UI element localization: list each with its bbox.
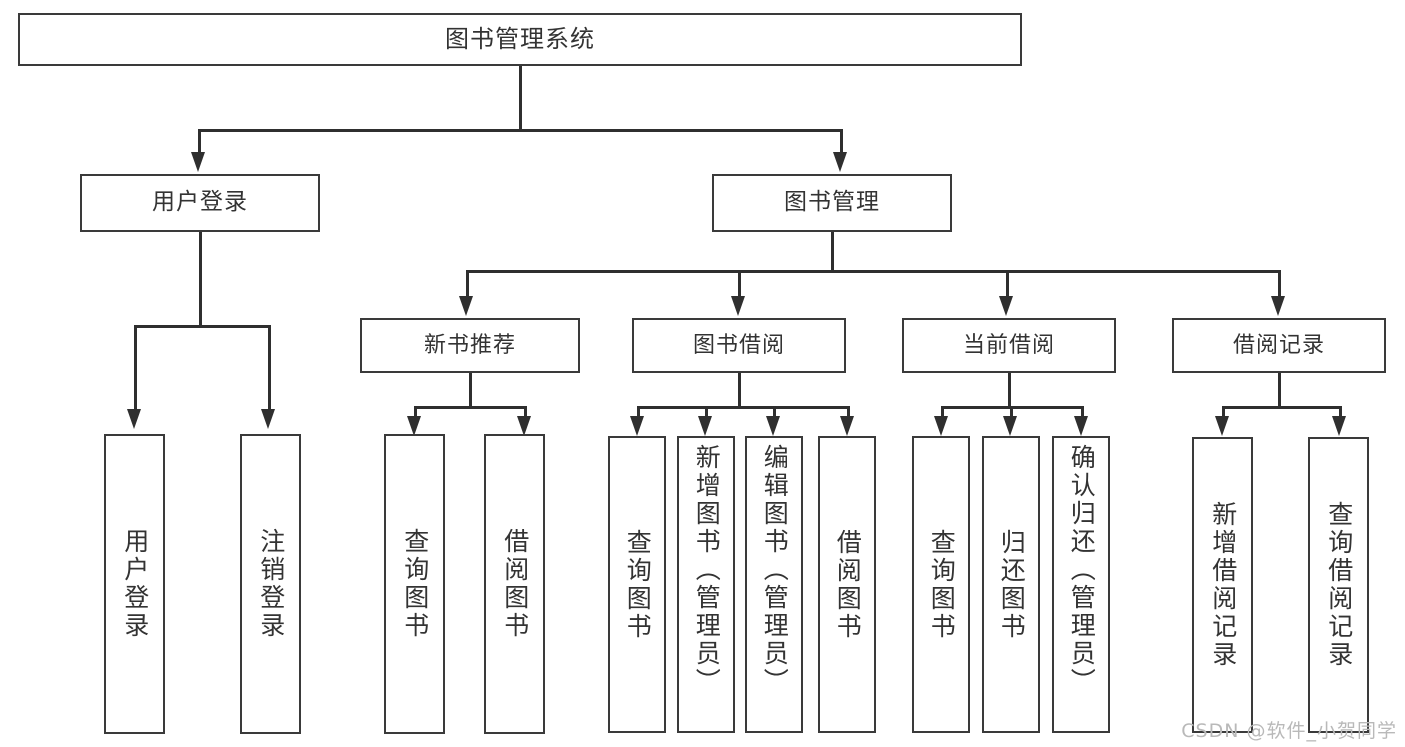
arrow-root-to-login (191, 152, 205, 172)
arrow-record-to-leaf1 (1215, 416, 1229, 436)
node-label: 借阅记录 (1232, 332, 1325, 358)
connector-root-stem (519, 66, 522, 130)
node-label: 图书管理系统 (445, 25, 595, 54)
leaf-borrow-query-book[interactable]: 查询图书 (608, 436, 666, 733)
leaf-current-return-book[interactable]: 归还图书 (982, 436, 1040, 733)
connector-record-to-leaf2 (1339, 406, 1342, 418)
arrow-bookmgmt-to-newbook (459, 296, 473, 316)
connector-current-to-leaf2 (1010, 406, 1013, 418)
connector-newbook-stem (469, 373, 472, 408)
connector-borrow-bus (637, 406, 849, 409)
node-book-management[interactable]: 图书管理 (712, 174, 952, 232)
leaf-label: 查询图书 (623, 528, 653, 641)
connector-borrow-to-leaf3 (773, 406, 776, 418)
connector-newbook-bus (414, 406, 526, 409)
node-current-borrow[interactable]: 当前借阅 (902, 318, 1116, 373)
connector-borrow-to-leaf2 (705, 406, 708, 418)
node-book-borrow[interactable]: 图书借阅 (632, 318, 846, 373)
connector-bookmgmt-stem (831, 232, 834, 272)
node-new-book-recommend[interactable]: 新书推荐 (360, 318, 580, 373)
connector-current-to-leaf3 (1081, 406, 1084, 418)
leaf-label: 查询图书 (927, 528, 957, 641)
leaf-borrow-add-book-admin[interactable]: 新增图书（管理员） (677, 436, 735, 733)
connector-bookmgmt-to-borrow (738, 270, 741, 298)
arrow-borrow-to-leaf3 (766, 416, 780, 436)
connector-root-to-login (198, 129, 201, 154)
node-label: 用户登录 (152, 189, 248, 216)
leaf-record-query-borrow-record[interactable]: 查询借阅记录 (1308, 437, 1369, 733)
connector-newbook-to-leaf1 (414, 406, 417, 418)
leaf-label: 新增图书（管理员） (692, 444, 722, 696)
connector-current-stem (1008, 373, 1011, 408)
leaf-user-login[interactable]: 用户登录 (104, 434, 165, 734)
leaf-label: 查询借阅记录 (1324, 501, 1354, 669)
node-label: 当前借阅 (962, 332, 1055, 358)
arrow-current-to-leaf2 (1003, 416, 1017, 436)
arrow-newbook-to-leaf2 (517, 416, 531, 436)
arrow-bookmgmt-to-borrow (731, 296, 745, 316)
leaf-label: 借阅图书 (500, 528, 530, 640)
leaf-label: 注销登录 (256, 528, 286, 640)
leaf-newbook-query-book[interactable]: 查询图书 (384, 434, 445, 734)
node-label: 新书推荐 (423, 332, 516, 358)
arrow-borrow-to-leaf2 (698, 416, 712, 436)
node-user-login[interactable]: 用户登录 (80, 174, 320, 232)
leaf-label: 查询图书 (400, 528, 430, 640)
arrow-login-to-leaf1 (127, 409, 141, 429)
connector-bookmgmt-to-newbook (466, 270, 469, 298)
node-label: 图书借阅 (692, 332, 785, 358)
arrow-login-to-leaf2 (261, 409, 275, 429)
connector-bookmgmt-to-current (1006, 270, 1009, 298)
arrow-record-to-leaf2 (1332, 416, 1346, 436)
arrow-bookmgmt-to-current (999, 296, 1013, 316)
leaf-newbook-borrow-book[interactable]: 借阅图书 (484, 434, 545, 734)
connector-root-bus (198, 129, 842, 132)
arrow-newbook-to-leaf1 (407, 416, 421, 436)
connector-newbook-to-leaf2 (524, 406, 527, 418)
connector-login-stem (199, 232, 202, 327)
leaf-label: 归还图书 (997, 528, 1027, 641)
node-root-book-management-system[interactable]: 图书管理系统 (18, 13, 1022, 66)
arrow-borrow-to-leaf1 (630, 416, 644, 436)
leaf-label: 编辑图书（管理员） (760, 444, 790, 696)
leaf-label: 确认归还（管理员） (1067, 444, 1097, 696)
leaf-label: 用户登录 (120, 528, 150, 640)
node-label: 图书管理 (784, 189, 880, 216)
leaf-logout-login[interactable]: 注销登录 (240, 434, 301, 734)
arrow-root-to-bookmgmt (833, 152, 847, 172)
arrow-borrow-to-leaf4 (840, 416, 854, 436)
connector-root-to-bookmgmt (840, 129, 843, 154)
connector-record-stem (1278, 373, 1281, 408)
connector-login-to-leaf1 (134, 325, 137, 411)
leaf-borrow-borrow-book[interactable]: 借阅图书 (818, 436, 876, 733)
connector-borrow-to-leaf1 (637, 406, 640, 418)
connector-borrow-stem (738, 373, 741, 408)
connector-record-to-leaf1 (1222, 406, 1225, 418)
leaf-current-query-book[interactable]: 查询图书 (912, 436, 970, 733)
leaf-current-confirm-return-admin[interactable]: 确认归还（管理员） (1052, 436, 1110, 733)
connector-bookmgmt-bus (466, 270, 1280, 273)
connector-borrow-to-leaf4 (847, 406, 850, 418)
arrow-current-to-leaf3 (1074, 416, 1088, 436)
leaf-record-add-borrow-record[interactable]: 新增借阅记录 (1192, 437, 1253, 733)
arrow-current-to-leaf1 (934, 416, 948, 436)
leaf-label: 新增借阅记录 (1208, 501, 1238, 669)
connector-current-to-leaf1 (941, 406, 944, 418)
arrow-bookmgmt-to-record (1271, 296, 1285, 316)
connector-login-bus (134, 325, 270, 328)
leaf-label: 借阅图书 (833, 528, 863, 641)
connector-login-to-leaf2 (268, 325, 271, 411)
connector-bookmgmt-to-record (1278, 270, 1281, 298)
node-borrow-record[interactable]: 借阅记录 (1172, 318, 1386, 373)
leaf-borrow-edit-book-admin[interactable]: 编辑图书（管理员） (745, 436, 803, 733)
connector-record-bus (1222, 406, 1339, 409)
